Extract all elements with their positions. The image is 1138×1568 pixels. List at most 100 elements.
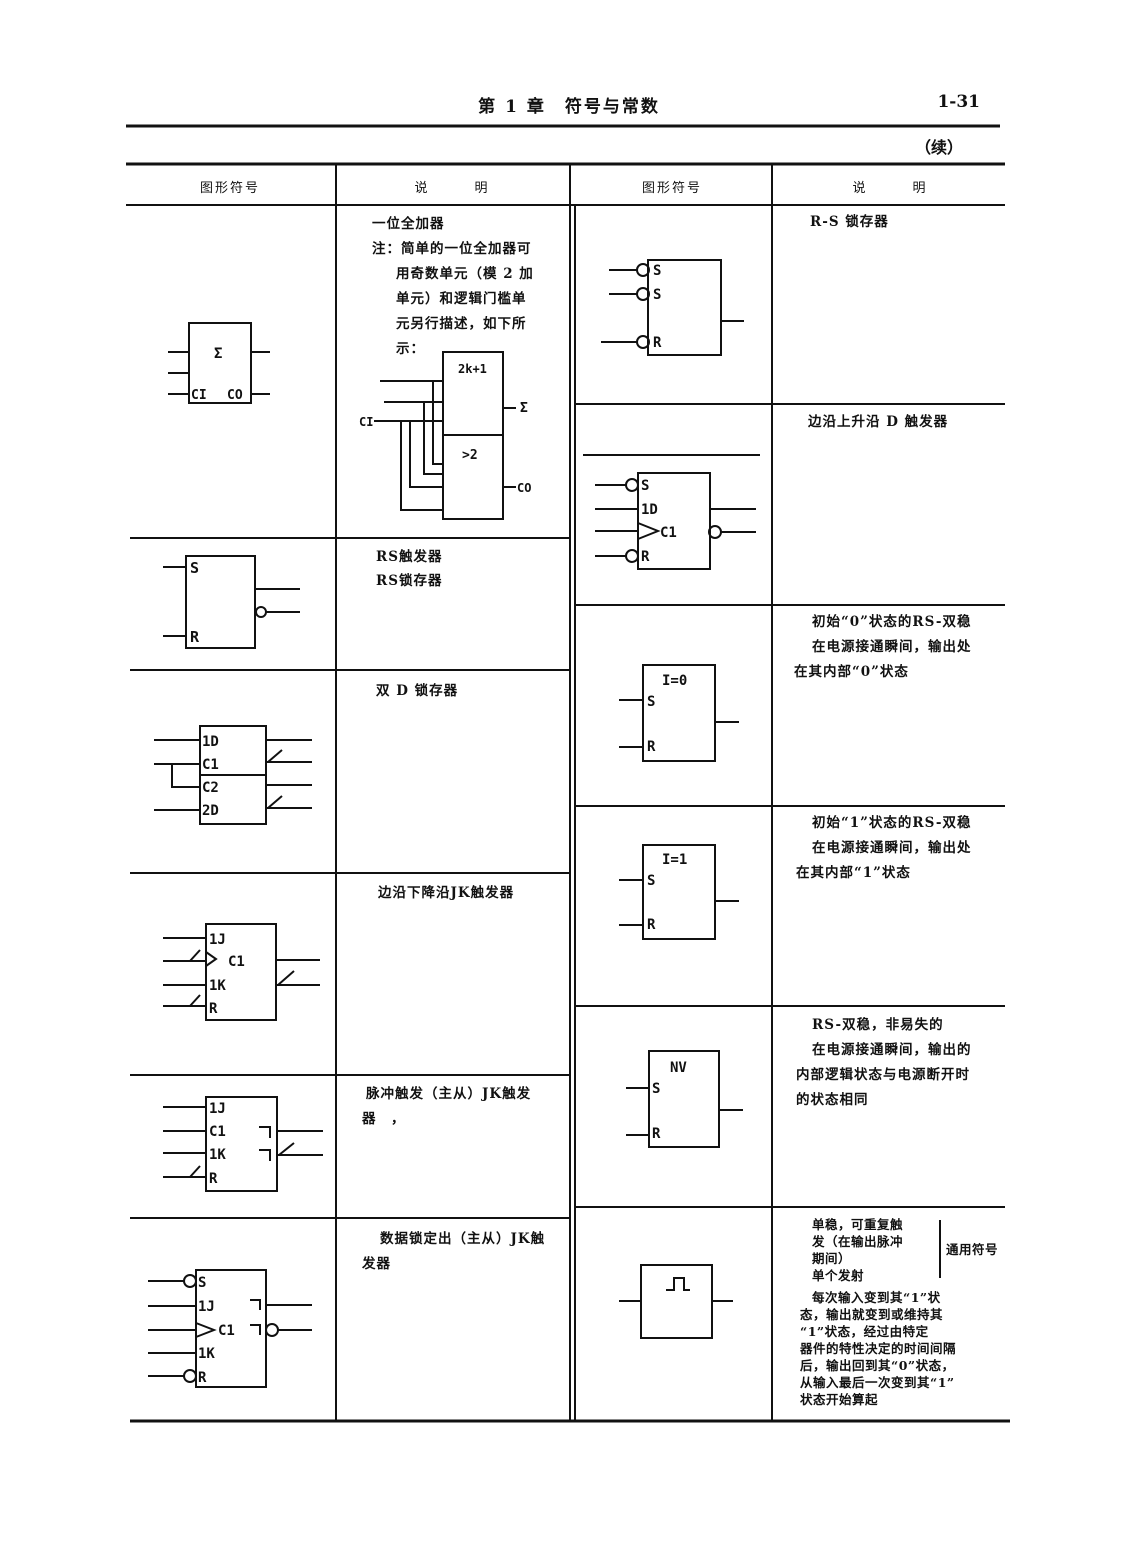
full-adder-detail-diagram: 2k+1 >2 CI Σ CO	[359, 351, 531, 520]
monostable-symbol	[619, 1220, 941, 1339]
fa-detail-ci-label: CI	[359, 415, 373, 429]
data-lockout-jk-symbol: S 1J C1 1K R	[148, 1269, 312, 1388]
right-desc-5-line-4: 的状态相同	[796, 1092, 869, 1108]
right-desc-6-body-2: 态，输出就变到或维持其	[800, 1307, 944, 1322]
fa-detail-sum-label: Σ	[520, 401, 528, 416]
right-desc-6-body-1: 每次输入变到其“1”状	[812, 1290, 941, 1305]
right-desc-6-bracket-label: 通用符号	[946, 1242, 999, 1257]
right-desc-6-body-3: “1”状态，经过由特定	[800, 1324, 929, 1339]
pjk-1j-label: 1J	[209, 1101, 226, 1117]
fa-ci-label: CI	[191, 388, 207, 403]
rsl-s2-label: S	[653, 287, 661, 303]
right-desc-4-line-3: 在其内部“1”状态	[796, 865, 911, 881]
rs-r-label: R	[190, 628, 200, 646]
fa-co-label: CO	[227, 388, 243, 403]
rs-latch-symbol: S S R	[601, 259, 744, 356]
left-desc-6-line-2: 发器	[362, 1256, 391, 1272]
left-desc-1-note-2: 用奇数单元（模 2 加	[396, 266, 534, 282]
red-s-label: S	[641, 478, 649, 494]
nv-label: NV	[670, 1060, 687, 1076]
bistable-init1-symbol: I=1 S R	[619, 844, 739, 940]
rsl-s1-label: S	[653, 263, 661, 279]
b1-s-label: S	[647, 873, 655, 889]
right-desc-4-line-1: 初始“1”状态的RS-双稳	[812, 815, 972, 831]
right-desc-6-body-4: 器件的特性决定的时间间隔	[800, 1341, 957, 1356]
left-desc-1-title: 一位全加器	[372, 216, 445, 232]
bistable-init0-symbol: I=0 S R	[619, 664, 739, 762]
left-desc-1-note-5: 示：	[396, 341, 425, 357]
dd-1d-label: 1D	[202, 734, 219, 750]
djk-c1-label: C1	[218, 1323, 235, 1339]
right-desc-5-line-3: 内部逻辑状态与电源断开时	[796, 1067, 970, 1083]
b0-init-label: I=0	[662, 673, 687, 689]
col-header-left-desc: 说 明	[414, 181, 490, 196]
left-desc-5-line-1: 脉冲触发（主从）JK触发	[366, 1086, 532, 1102]
left-desc-6-line-1: 数据锁定出（主从）JK触	[380, 1231, 546, 1247]
right-desc-5-line-2: 在电源接通瞬间，输出的	[812, 1042, 972, 1058]
pjk-r-label: R	[209, 1171, 218, 1187]
page-number: 1-31	[937, 92, 980, 112]
left-desc-5-line-2: 器 ，	[362, 1111, 406, 1127]
red-r-label: R	[641, 549, 650, 565]
djk-s-label: S	[198, 1275, 206, 1291]
left-desc-4-line-1: 边沿下降沿JK触发器	[378, 885, 515, 901]
fa-detail-top-label: 2k+1	[458, 362, 487, 376]
fa-detail-co-label: CO	[517, 481, 531, 495]
pjk-c1-label: C1	[209, 1124, 226, 1140]
b0-s-label: S	[647, 694, 655, 710]
dual-d-latch-symbol: 1D C1 C2 2D	[154, 725, 312, 825]
djk-1k-label: 1K	[198, 1346, 215, 1362]
right-desc-4-line-2: 在电源接通瞬间，输出处	[812, 840, 972, 856]
rs-s-label: S	[190, 559, 199, 577]
dd-2d-label: 2D	[202, 803, 219, 819]
red-c1-label: C1	[660, 525, 677, 541]
fjk-1k-label: 1K	[209, 978, 226, 994]
left-desc-3-line-1: 双 D 锁存器	[376, 683, 459, 699]
dd-c1-label: C1	[202, 757, 219, 773]
left-desc-1-note-4: 元另行描述，如下所	[396, 316, 527, 332]
pulse-triggered-jk-symbol: 1J C1 1K R	[163, 1096, 323, 1192]
left-desc-1-note-3: 单元）和逻辑门槛单	[396, 291, 527, 307]
right-desc-2-line-1: 边沿上升沿 D 触发器	[808, 414, 949, 430]
b0-r-label: R	[647, 739, 656, 755]
continued-label: （续）	[914, 138, 963, 157]
fjk-r-label: R	[209, 1001, 218, 1017]
left-desc-2-line-2: RS锁存器	[376, 573, 443, 589]
rising-edge-d-flipflop-symbol: S 1D C1 R	[583, 454, 760, 570]
right-desc-3-line-1: 初始“0”状态的RS-双稳	[812, 614, 972, 630]
djk-1j-label: 1J	[198, 1299, 215, 1315]
right-desc-6-bracket-1: 单稳，可重复触	[812, 1217, 904, 1232]
rsl-r-label: R	[653, 335, 662, 351]
chapter-title: 第 1 章 符号与常数	[478, 97, 660, 117]
fjk-c1-label: C1	[228, 954, 245, 970]
left-desc-1-note-1: 注：简单的一位全加器可	[372, 241, 532, 257]
right-desc-6-bracket-2: 发（在输出脉冲	[812, 1234, 904, 1249]
col-header-right-desc: 说 明	[852, 181, 928, 196]
col-header-right-symbol: 图形符号	[641, 181, 702, 196]
nv-r-label: R	[652, 1126, 661, 1142]
col-header-left-symbol: 图形符号	[199, 181, 260, 196]
right-desc-6-body-5: 后，输出回到其“0”状态，	[800, 1358, 955, 1373]
nv-s-label: S	[652, 1081, 660, 1097]
right-desc-6-bracket-3: 期间）	[812, 1251, 852, 1266]
full-adder-symbol: Σ CI CO	[168, 322, 270, 404]
right-desc-3-line-2: 在电源接通瞬间，输出处	[812, 639, 972, 655]
red-1d-label: 1D	[641, 502, 658, 518]
right-desc-6-body-7: 状态开始算起	[800, 1392, 879, 1407]
b1-r-label: R	[647, 917, 656, 933]
rs-flipflop-symbol: S R	[163, 555, 300, 649]
fa-detail-bottom-label: >2	[462, 448, 478, 463]
fa-sum-label: Σ	[214, 346, 222, 362]
right-desc-6-body-6: 从输入最后一次变到其“1”	[800, 1375, 955, 1390]
b1-init-label: I=1	[662, 852, 687, 868]
right-desc-5-line-1: RS-双稳，非易失的	[812, 1017, 944, 1033]
dd-c2-label: C2	[202, 780, 219, 796]
right-desc-6-bracket-4: 单个发射	[812, 1268, 865, 1283]
pjk-1k-label: 1K	[209, 1147, 226, 1163]
nonvolatile-bistable-symbol: NV S R	[626, 1050, 743, 1148]
left-desc-2-line-1: RS触发器	[376, 549, 443, 565]
right-desc-1-line-1: R-S 锁存器	[810, 214, 889, 230]
fjk-1j-label: 1J	[209, 932, 226, 948]
falling-edge-jk-symbol: 1J C1 1K R	[163, 923, 320, 1021]
